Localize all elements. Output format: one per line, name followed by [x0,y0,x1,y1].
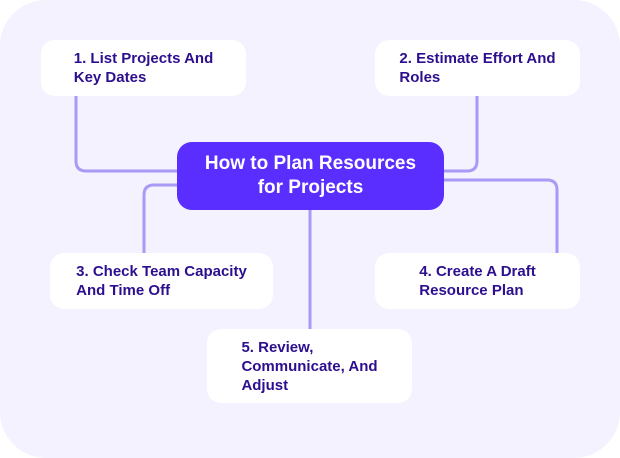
connector-step-3 [142,183,180,255]
connector-step-1 [74,94,180,173]
step-label: 1. List Projects And Key Dates [73,50,214,86]
step-label: 3. Check Team Capacity And Time Off [76,263,247,299]
step-node-3: 3. Check Team Capacity And Time Off [50,253,273,309]
step-label: 2. Estimate Effort And Roles [399,50,556,86]
step-label: 4. Create A Draft Resource Plan [419,263,536,299]
step-node-4: 4. Create A Draft Resource Plan [375,253,580,309]
step-node-2: 2. Estimate Effort And Roles [375,40,580,96]
step-label: 5. Review, Communicate, And Adjust [241,338,378,394]
central-topic-title: How to Plan Resources for Projects [204,153,417,198]
step-node-1: 1. List Projects And Key Dates [41,40,246,96]
step-node-5: 5. Review, Communicate, And Adjust [207,329,412,403]
connector-step-4 [442,178,559,255]
connector-step-2 [442,94,479,173]
central-topic-node: How to Plan Resources for Projects [177,142,444,210]
